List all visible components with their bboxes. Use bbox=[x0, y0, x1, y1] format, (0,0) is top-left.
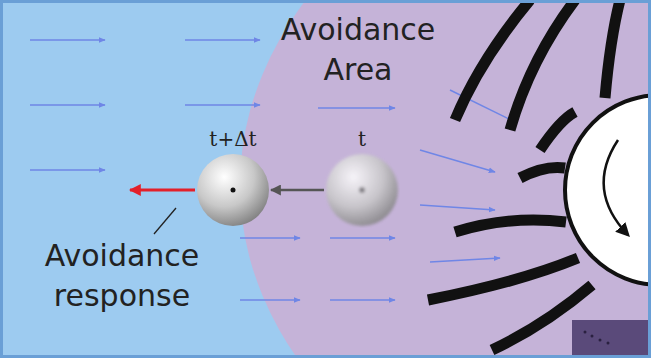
callout-label: Avoidance response bbox=[22, 236, 222, 316]
time-label: t+Δt bbox=[195, 128, 271, 150]
sphere-symbol bbox=[195, 152, 271, 228]
sphere-symbol bbox=[324, 152, 400, 228]
particle-node: t bbox=[324, 128, 400, 228]
motion-arrow bbox=[271, 189, 324, 192]
time-label: t bbox=[324, 128, 400, 150]
particle-node: t+Δt bbox=[195, 128, 271, 228]
region-label: Avoidance Area bbox=[248, 10, 468, 90]
